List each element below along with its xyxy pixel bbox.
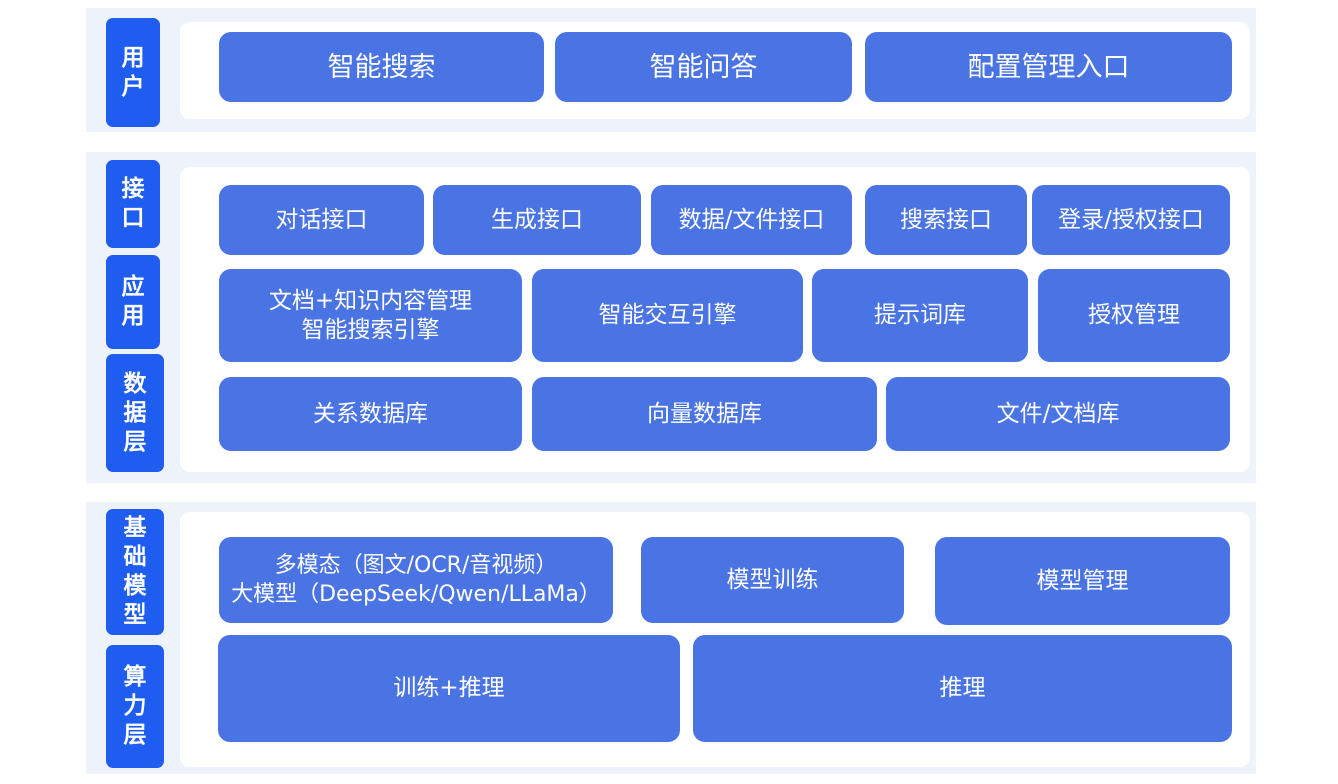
config-management-entry-box: 配置管理入口 <box>865 32 1232 102</box>
multimodal-llm-box: 多模态（图文/OCR/音视频） 大模型（DeepSeek/Qwen/LLaMa） <box>219 537 613 623</box>
dialogue-api-box: 对话接口 <box>219 185 424 255</box>
data-file-api-box: 数据/文件接口 <box>651 185 852 255</box>
training-inference-box: 训练+推理 <box>218 635 680 742</box>
layer-label-application: 应用 <box>106 255 160 349</box>
model-training-box: 模型训练 <box>641 537 904 623</box>
layer-label-data: 数据层 <box>106 354 164 472</box>
generation-api-box: 生成接口 <box>433 185 641 255</box>
layer-label-compute: 算力层 <box>106 645 164 768</box>
search-api-box: 搜索接口 <box>865 185 1027 255</box>
doc-knowledge-search-engine-box: 文档+知识内容管理 智能搜索引擎 <box>219 269 522 362</box>
layer-label-user: 用户 <box>106 18 160 127</box>
interaction-engine-box: 智能交互引擎 <box>532 269 803 362</box>
model-management-box: 模型管理 <box>935 537 1230 625</box>
smart-qa-box: 智能问答 <box>555 32 852 102</box>
prompt-library-box: 提示词库 <box>812 269 1028 362</box>
smart-search-box: 智能搜索 <box>219 32 544 102</box>
vector-db-box: 向量数据库 <box>532 377 877 451</box>
relational-db-box: 关系数据库 <box>219 377 522 451</box>
login-auth-api-box: 登录/授权接口 <box>1032 185 1230 255</box>
auth-management-box: 授权管理 <box>1038 269 1230 362</box>
layer-label-base-model: 基础模型 <box>106 509 164 635</box>
file-doc-store-box: 文件/文档库 <box>886 377 1230 451</box>
inference-box: 推理 <box>693 635 1232 742</box>
layer-label-interface: 接口 <box>106 160 160 248</box>
